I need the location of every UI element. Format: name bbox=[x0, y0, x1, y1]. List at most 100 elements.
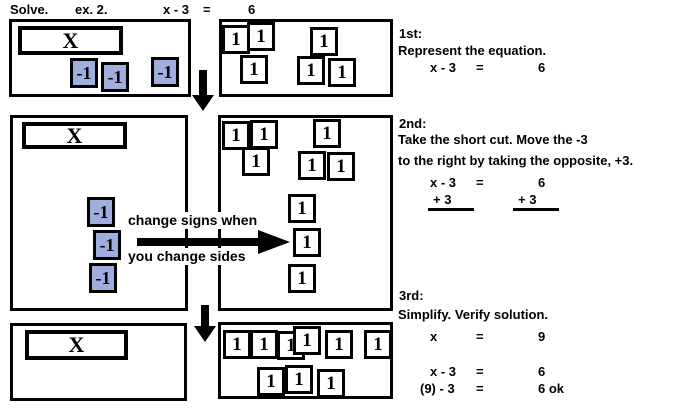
change-signs-annotation-line1: change signs when bbox=[126, 212, 260, 230]
neg-one-tile-label: -1 bbox=[93, 202, 109, 222]
title-example-label: ex. 2. bbox=[75, 2, 108, 17]
one-tile-label: 1 bbox=[336, 156, 346, 177]
step3-eq1-sign: = bbox=[476, 329, 484, 344]
one-tile-label: 1 bbox=[326, 373, 336, 394]
one-tile: 1 bbox=[313, 119, 341, 148]
underline bbox=[513, 208, 559, 211]
neg-one-tile: -1 bbox=[87, 197, 115, 227]
title-equation-sign: = bbox=[203, 2, 211, 17]
one-tile: 1 bbox=[298, 151, 326, 180]
one-tile-label: 1 bbox=[302, 232, 312, 253]
x-tile-label: X bbox=[66, 122, 83, 148]
step3-text-block: 3rd: Simplify. Verify solution. x = 9 x … bbox=[397, 288, 671, 401]
one-tile: 1 bbox=[247, 22, 275, 51]
step3-eq3-rhs: 6 ok bbox=[538, 381, 565, 396]
one-tile-label: 1 bbox=[231, 29, 241, 50]
neg-one-tile: -1 bbox=[70, 58, 98, 88]
step2-eq-lhs: x - 3 bbox=[430, 175, 457, 190]
step2-instruction1: Take the short cut. Move the -3 bbox=[398, 132, 588, 147]
step1-eq-lhs: x - 3 bbox=[430, 60, 457, 75]
step3-eq2-rhs: 6 bbox=[538, 364, 546, 379]
one-tile: 1 bbox=[293, 326, 321, 355]
one-tile-label: 1 bbox=[259, 334, 269, 355]
step3-eq1-lhs: x bbox=[430, 329, 438, 344]
step1-text-block: 1st: Represent the equation. x - 3 = 6 bbox=[397, 26, 671, 87]
one-tile-label: 1 bbox=[266, 371, 276, 392]
neg-one-tile-label: -1 bbox=[76, 63, 92, 83]
one-tile: 1 bbox=[325, 330, 353, 359]
step3-heading: 3rd: bbox=[399, 288, 424, 303]
one-tile-label: 1 bbox=[319, 31, 329, 52]
one-tile: 1 bbox=[317, 369, 345, 398]
step1-eq-rhs: 6 bbox=[538, 60, 546, 75]
one-tile: 1 bbox=[250, 330, 278, 359]
one-tile: 1 bbox=[222, 121, 250, 150]
neg-one-tile: -1 bbox=[93, 230, 121, 260]
neg-one-tile: -1 bbox=[101, 62, 129, 92]
one-tile: 1 bbox=[327, 152, 355, 181]
one-tile-label: 1 bbox=[294, 369, 304, 390]
neg-one-tile-label: -1 bbox=[157, 62, 173, 82]
one-tile-label: 1 bbox=[251, 151, 261, 172]
one-tile-label: 1 bbox=[307, 155, 317, 176]
step2-text-block: 2nd: Take the short cut. Move the -3 to … bbox=[397, 116, 671, 217]
title-equation-rhs: 6 bbox=[248, 2, 256, 17]
neg-one-tile-label: -1 bbox=[99, 235, 115, 255]
step2-eq-sign: = bbox=[476, 175, 484, 190]
x-tile: X bbox=[22, 122, 127, 149]
one-tile: 1 bbox=[288, 194, 316, 223]
step3-eq3-sign: = bbox=[476, 381, 484, 396]
step2-add-rhs: + 3 bbox=[518, 192, 537, 207]
step1-heading: 1st: bbox=[399, 26, 423, 41]
x-tile: X bbox=[25, 330, 128, 360]
one-tile-label: 1 bbox=[256, 26, 266, 47]
one-tile: 1 bbox=[288, 264, 316, 293]
step1-instruction: Represent the equation. bbox=[398, 43, 547, 58]
one-tile-label: 1 bbox=[373, 334, 383, 355]
one-tile: 1 bbox=[328, 58, 356, 87]
one-tile: 1 bbox=[242, 147, 270, 176]
one-tile: 1 bbox=[240, 55, 268, 84]
one-tile: 1 bbox=[222, 25, 250, 54]
one-tile-label: 1 bbox=[302, 330, 312, 351]
one-tile-label: 1 bbox=[249, 59, 259, 80]
one-tile: 1 bbox=[297, 56, 325, 85]
neg-one-tile-label: -1 bbox=[107, 67, 123, 87]
one-tile-label: 1 bbox=[232, 334, 242, 355]
step1-eq-sign: = bbox=[476, 60, 484, 75]
step2-heading: 2nd: bbox=[399, 116, 427, 131]
step2-eq-rhs: 6 bbox=[538, 175, 546, 190]
one-tile-label: 1 bbox=[259, 124, 269, 145]
one-tile: 1 bbox=[257, 367, 285, 396]
change-signs-annotation-line2: you change sides bbox=[126, 248, 248, 266]
one-tile-label: 1 bbox=[297, 198, 307, 219]
title-equation-lhs: x - 3 bbox=[163, 2, 190, 17]
one-tile-label: 1 bbox=[337, 62, 347, 83]
one-tile-label: 1 bbox=[297, 268, 307, 289]
step3-eq2-lhs: x - 3 bbox=[430, 364, 457, 379]
one-tile: 1 bbox=[293, 228, 321, 257]
one-tile-label: 1 bbox=[286, 335, 296, 356]
one-tile-label: 1 bbox=[322, 123, 332, 144]
step3-eq3-lhs: (9) - 3 bbox=[420, 381, 455, 396]
x-tile-label: X bbox=[68, 332, 85, 357]
x-tile: X bbox=[18, 26, 123, 55]
neg-one-tile: -1 bbox=[151, 57, 179, 87]
step3-eq1-rhs: 9 bbox=[538, 329, 546, 344]
one-tile-label: 1 bbox=[306, 60, 316, 81]
step2-instruction2: to the right by taking the opposite, +3. bbox=[398, 153, 634, 168]
one-tile: 1 bbox=[364, 330, 392, 359]
underline bbox=[428, 208, 474, 211]
one-tile-label: 1 bbox=[231, 125, 241, 146]
neg-one-tile: -1 bbox=[89, 263, 117, 293]
step3-instruction: Simplify. Verify solution. bbox=[398, 307, 549, 322]
title-solve-label: Solve. bbox=[10, 2, 49, 17]
one-tile: 1 bbox=[285, 365, 313, 394]
one-tile-label: 1 bbox=[334, 334, 344, 355]
step2-add-lhs: + 3 bbox=[433, 192, 452, 207]
x-tile-label: X bbox=[62, 27, 79, 53]
step3-eq2-sign: = bbox=[476, 364, 484, 379]
one-tile: 1 bbox=[223, 330, 251, 359]
one-tile: 1 bbox=[310, 27, 338, 56]
